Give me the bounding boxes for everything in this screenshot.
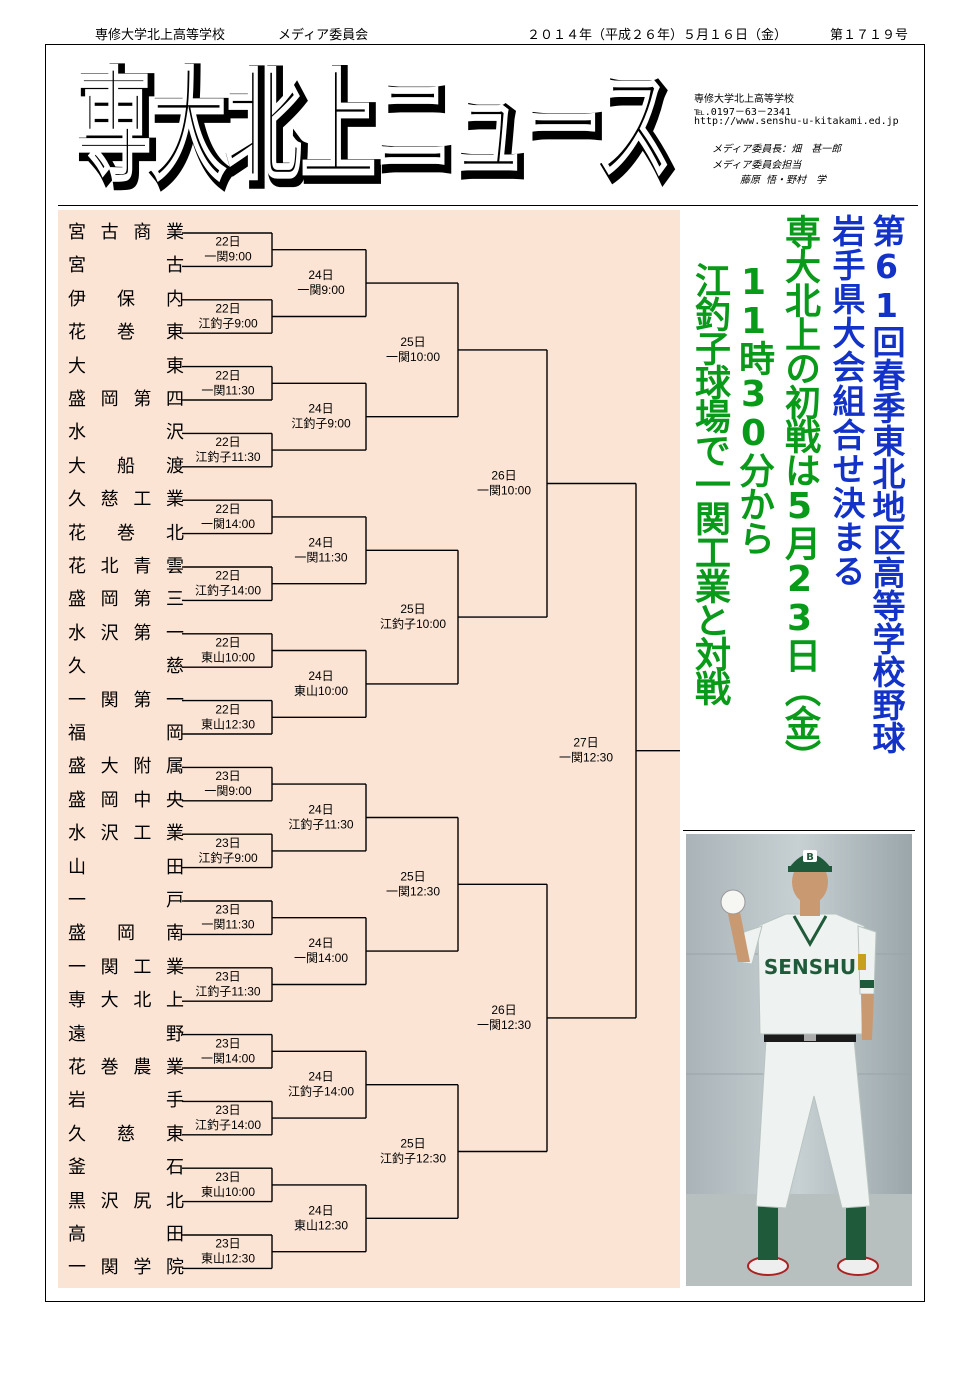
school-name: 黒沢尻北 [68,1190,184,1212]
school-name: 大東 [68,355,184,377]
right-forearm [861,994,874,1040]
school-name: 山田 [68,856,184,878]
school-name: 久慈東 [68,1123,184,1145]
school-name: 花北青雲 [68,556,184,577]
masthead-advisors: 藤原 悟・野村 学 [740,175,827,186]
school-name: 久慈 [68,656,184,678]
masthead-text: 専大北上ニュース [76,58,672,197]
school-name: 宮古商業 [68,222,184,243]
bracket-panel [58,210,680,1288]
sleeve-patch [858,954,866,970]
player-jersey [757,913,865,1035]
school-name: 花巻農業 [68,1057,184,1078]
school-name: 遠野 [68,1023,184,1045]
school-name: 専大北上 [68,990,184,1012]
cap-brim [788,866,832,872]
masthead-shadow: 専大北上ニュース [80,62,676,198]
baseball [720,889,746,915]
school-name: 一関工業 [68,956,184,978]
school-name: 久慈工業 [68,489,184,511]
masthead-school: 専修大学北上高等学校 [694,94,794,105]
school-name: 高田 [68,1224,184,1245]
headline-sub-col3: 江釣子球場で一関工業と対戦 [689,262,730,704]
headline-sub-col1: 専大北上の初戦は5月23日（金） [779,214,820,773]
left-sock [758,1204,778,1260]
school-name: 花巻東 [68,322,184,344]
jersey-collar [792,915,828,948]
topbar-school: 専修大学北上高等学校 [95,28,226,43]
player-photo: SENSHU B [686,834,912,1286]
header-rule [58,205,918,206]
school-name: 伊保内 [68,288,184,310]
school-name: 花巻北 [68,522,184,544]
school-name: 水沢 [68,422,184,444]
masthead-url: http://www.senshu-u-kitakami.ed.jp [694,116,899,127]
jersey-lettering: SENSHU [764,955,856,979]
headline-sub-col2: 11時30分から [733,262,774,554]
right-undersleeve [860,980,874,988]
topbar-committee: メディア委員会 [278,28,369,43]
left-forearm [728,912,750,962]
headline-main-col1: 第61回春季東北地区高等学校野球 [867,214,906,754]
page-frame [45,44,925,1302]
headline-main-col2: 岩手県大会組合せ決まる [827,214,866,588]
school-name: 盛岡第四 [68,389,184,410]
school-name: 一関学院 [68,1257,184,1279]
school-name: 福岡 [68,723,184,744]
right-sock [846,1204,866,1260]
belt-buckle [804,1031,816,1041]
masthead-advisor-label: メディア委員会担当 [712,160,802,171]
school-name: 盛岡中央 [68,789,184,811]
masthead-title: 専大北上ニュース 専大北上ニュース [74,56,682,198]
masthead-tel: ℡.0197－63－2341 [694,107,791,118]
school-name: 一関第一 [68,689,184,711]
photo-rule [683,830,915,831]
cap-logo [803,850,817,862]
school-name: 大船渡 [68,455,184,477]
school-name: 一戸 [68,890,184,911]
school-name: 釜石 [68,1157,184,1179]
topbar-issue: 第１７１９号 [830,28,909,43]
player-pants [755,1038,871,1209]
school-name: 宮古 [68,255,184,277]
photo-floor [686,1194,912,1286]
school-name: 盛大附属 [68,756,184,778]
school-name: 岩手 [68,1090,184,1112]
school-name: 盛岡南 [68,923,184,945]
school-name: 水沢工業 [68,823,184,845]
masthead-editor: メディア委員長：畑 甚一郎 [712,144,842,155]
school-name: 水沢第一 [68,622,184,644]
school-name: 盛岡第三 [68,589,184,611]
cap-letter: B [806,852,814,863]
topbar-date: ２０１４年（平成２６年）５月１６日（金） [527,28,788,43]
